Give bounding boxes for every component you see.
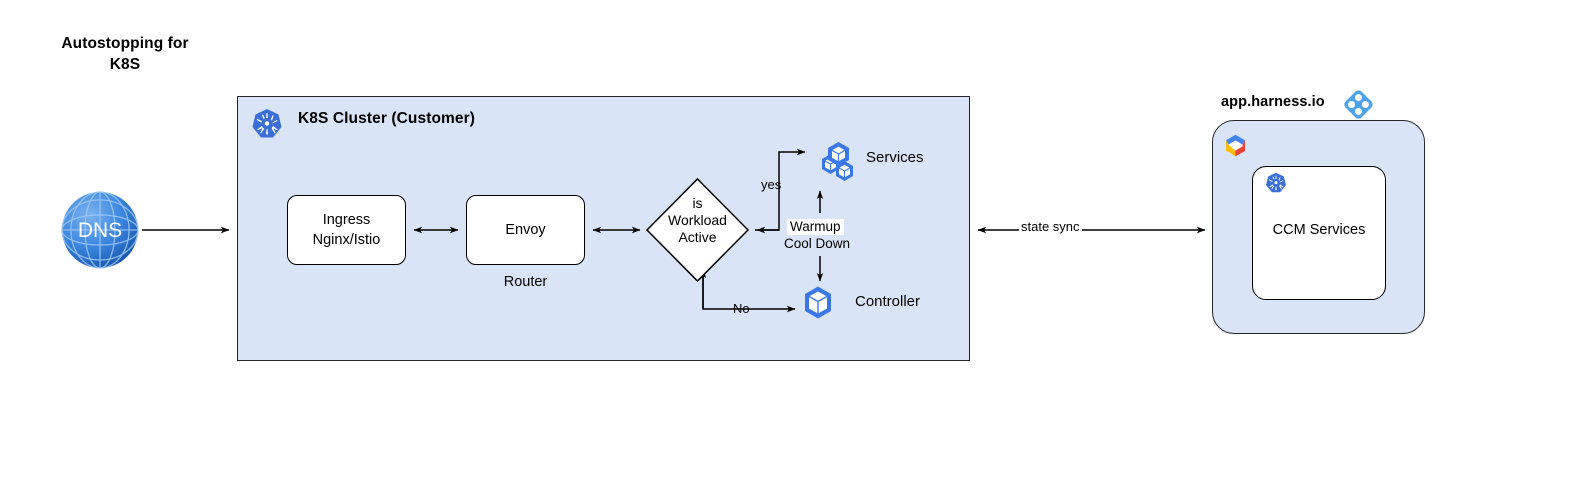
kubernetes-services-icon bbox=[808, 136, 868, 196]
edge-label-yes: yes bbox=[761, 177, 782, 192]
page-title-line2: K8S bbox=[109, 56, 141, 73]
controller-label: Controller bbox=[855, 293, 921, 310]
ingress-label-line1: Ingress bbox=[322, 212, 371, 228]
kubernetes-icon bbox=[1265, 172, 1287, 194]
harness-label: app.harness.io bbox=[1221, 94, 1325, 110]
page-title-line1: Autostopping for bbox=[61, 35, 189, 52]
router-label: Router bbox=[503, 274, 548, 290]
decision-node[interactable] bbox=[645, 177, 750, 283]
ingress-label-line2: Nginx/Istio bbox=[312, 232, 381, 248]
kubernetes-icon bbox=[251, 108, 283, 140]
globe-icon: DNS bbox=[60, 190, 140, 270]
edge-label-state-sync: state sync bbox=[1019, 219, 1082, 235]
page-title: Autostopping for K8S bbox=[30, 33, 220, 75]
decision-label: is Workload Active bbox=[645, 195, 750, 246]
decision-label-line1: is bbox=[692, 195, 703, 211]
kubernetes-pod-icon bbox=[800, 285, 836, 321]
decision-label-line2: Workload bbox=[668, 212, 727, 228]
edge-label-warmup: Warmup bbox=[787, 219, 844, 235]
harness-logo-icon bbox=[1343, 89, 1374, 120]
edge-label-no: No bbox=[733, 301, 750, 316]
services-label: Services bbox=[866, 149, 924, 166]
envoy-label: Envoy bbox=[505, 222, 546, 238]
ingress-node[interactable]: Ingress Nginx/Istio bbox=[287, 195, 406, 265]
gcp-icon bbox=[1222, 133, 1249, 160]
dns-label: DNS bbox=[78, 219, 122, 242]
ccm-services-label: CCM Services bbox=[1272, 222, 1366, 238]
k8s-cluster-title: K8S Cluster (Customer) bbox=[298, 110, 476, 127]
edge-label-cooldown: Cool Down bbox=[784, 236, 851, 251]
decision-label-line3: Active bbox=[678, 229, 717, 245]
envoy-node[interactable]: Envoy bbox=[466, 195, 585, 265]
